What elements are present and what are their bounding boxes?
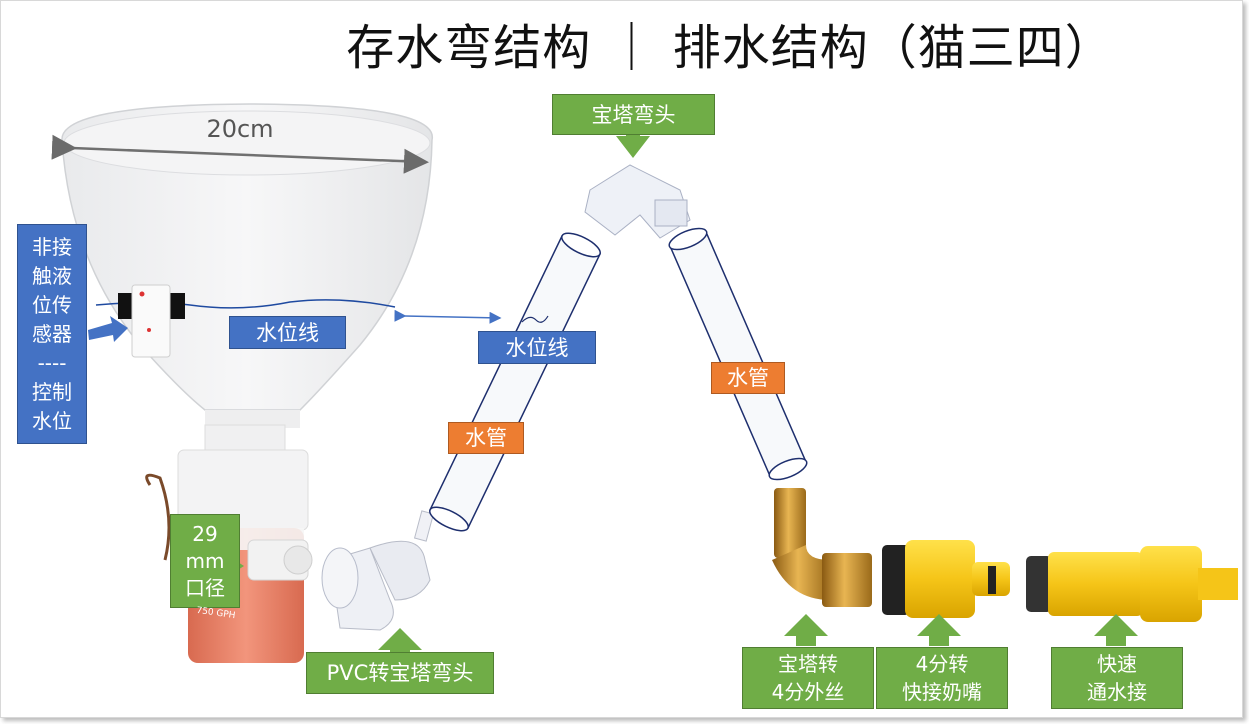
pvc-elbow [321,510,435,631]
brass-adapter-label: 宝塔转 4分外丝 [742,647,874,709]
elbow-top-label: 宝塔弯头 [552,94,715,135]
right-pipe [668,227,808,481]
pipe-label-right: 水管 [711,362,785,394]
water-line-label-pipe: 水位线 [478,331,596,364]
brass-adapter [772,488,872,607]
sensor-arrow [88,316,128,342]
diameter-arrow [51,134,429,174]
quick-nipple-label: 4分转 快接奶嘴 [876,647,1008,709]
quick-connector-part [1026,546,1238,622]
pump-outlet-label: 29 mm 口径 [170,514,240,608]
pipe-label-left: 水管 [448,422,524,454]
quick-nipple-part [882,540,1010,618]
sensor-label: 非接 触液 位传 感器 ---- 控制 水位 [17,224,87,444]
left-pipe [428,232,602,532]
water-line-label-funnel: 水位线 [229,316,346,349]
page-title: 存水弯结构 ｜ 排水结构（猫三四） [346,20,1114,76]
level-arrow [394,309,502,324]
diameter-label: 20cm [206,115,274,143]
top-elbow [584,164,691,239]
quick-connector-label: 快速 通水接 [1051,647,1183,709]
sensor-device [118,284,185,358]
pvc-adapter-label: PVC转宝塔弯头 [306,652,494,694]
